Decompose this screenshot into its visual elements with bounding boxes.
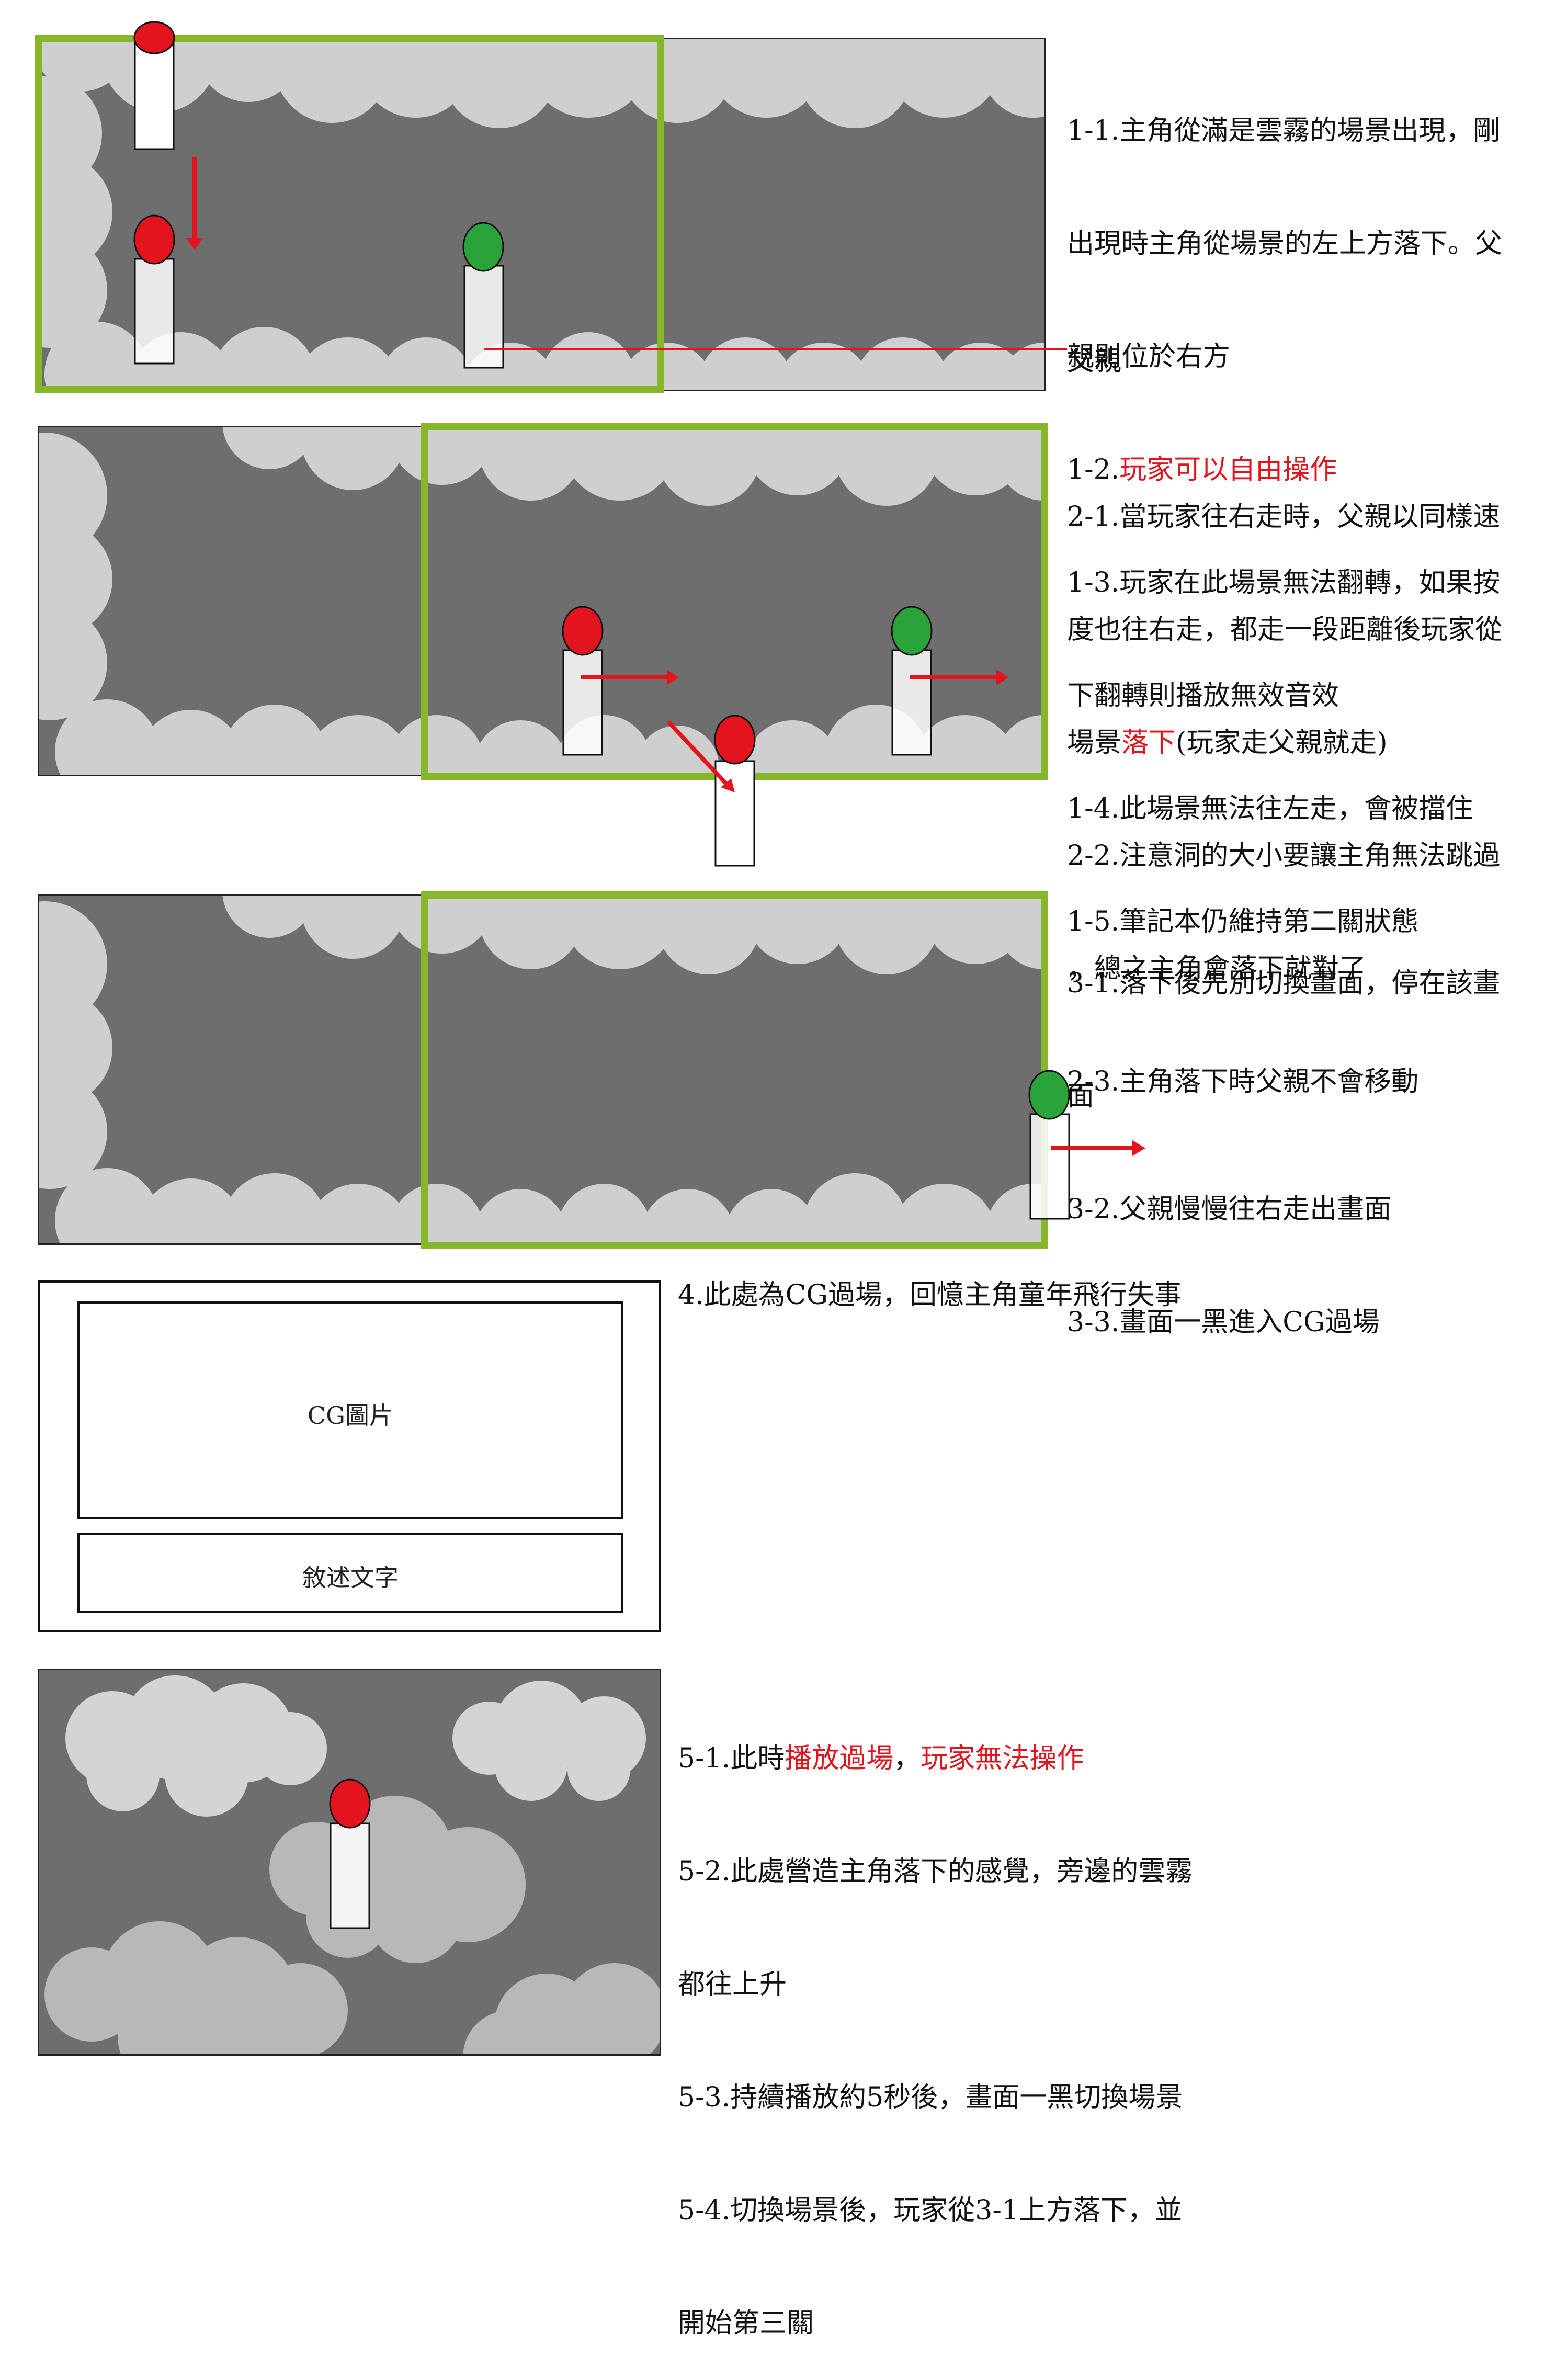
note-5-1-pre: 5-1.此時 <box>678 1743 785 1774</box>
note-5-3: 5-3.持續播放約5秒後，畫面一黑切換場景 <box>678 2082 1183 2113</box>
note-5-1-red2: 玩家無法操作 <box>921 1743 1084 1774</box>
scene3-notes: 3-1.落下後先別切換畫面，停在該畫 面 3-2.父親慢慢往右走出畫面 3-3.… <box>1067 889 1559 1379</box>
note-2-1b-text: 度也往右走，都走一段距離後玩家從 <box>1067 614 1503 645</box>
protagonist-head <box>133 214 175 265</box>
cg-image-label: CG圖片 <box>308 1401 393 1430</box>
fall-diagonal-arrow <box>667 720 729 786</box>
note-1-3a: 1-3.玩家在此場景無法翻轉，如果按 <box>1067 567 1501 598</box>
scene2-fog <box>39 427 1044 775</box>
note-1-1a: 1-1.主角從滿是雲霧的場景出現，剛 <box>1067 115 1501 146</box>
protagonist-falling-head <box>714 715 756 765</box>
protagonist-head <box>562 606 604 656</box>
note-5-1-red1: 播放過場 <box>785 1743 894 1774</box>
father-label: 父親 <box>1067 346 1122 377</box>
note-2-2b-text: ，總之主角會落下就對了 <box>1067 953 1367 984</box>
note-5-4b: 開始第三關 <box>678 2308 814 2339</box>
note-2-1c-red: 落下 <box>1121 727 1176 758</box>
scene1-camera-frame <box>35 35 664 393</box>
note-2-3-text: 2-3.主角落下時父親不會移動 <box>1067 1066 1419 1097</box>
note-2-1a: 2-1.當玩家往右走時，父親以同樣速 <box>1067 498 1559 536</box>
note-1-2: 1-2.玩家可以自由操作 <box>1067 451 1559 489</box>
note-2-2a: 2-2.注意洞的大小要讓主角無法跳過 <box>1067 837 1559 875</box>
note-2-3: 2-3.主角落下時父親不會移動 <box>1067 1063 1559 1101</box>
protagonist-body <box>134 258 175 365</box>
note-2-2b: ，總之主角會落下就對了 <box>1067 950 1559 988</box>
protagonist-head <box>329 1778 371 1829</box>
note-3-1b: 面 <box>1067 1081 1095 1112</box>
note-1-1c: 親則位於右方 <box>1067 341 1231 372</box>
note-3-1a: 3-1.落下後先別切換畫面，停在該畫 <box>1067 968 1501 999</box>
note-3-2: 3-2.父親慢慢往右走出畫面 <box>1067 1194 1392 1225</box>
scene3-characters <box>1028 1070 1145 1220</box>
father-head <box>891 606 933 656</box>
note-1-5: 1-5.筆記本仍維持第二關狀態 <box>1067 906 1419 937</box>
scene2-panel <box>38 426 1046 776</box>
cg-image-box: CG圖片 <box>77 1301 623 1519</box>
note-1-1b: 出現時主角從場景的左上方落下。父 <box>1067 228 1503 259</box>
father-head <box>462 222 504 272</box>
scene5-notes: 5-1.此時播放過場，玩家無法操作 5-2.此處營造主角落下的感覺，旁邊的雲霧 … <box>678 1664 1462 2380</box>
father-head <box>1028 1070 1070 1120</box>
scene4-note: 4.此處為CG過場，回憶主角童年飛行失事 <box>678 1279 1182 1311</box>
note-5-1-mid: ， <box>893 1743 921 1774</box>
note-2-1c-pre: 場景 <box>1067 727 1122 758</box>
note-5-4a: 5-4.切換場景後，玩家從3-1上方落下，並 <box>678 2195 1183 2226</box>
note-2-1c-post: (玩家走父親就走) <box>1176 727 1388 758</box>
scene1-characters <box>133 21 1067 369</box>
note-1-4: 1-4.此場景無法往左走，會被擋住 <box>1067 793 1473 824</box>
narration-label: 敘述文字 <box>302 1563 399 1592</box>
scene1-fog <box>39 39 1044 390</box>
scene1-panel <box>38 38 1046 391</box>
protagonist-head-start <box>133 21 175 54</box>
father-body <box>1029 1113 1070 1220</box>
note-5-1: 5-1.此時播放過場，玩家無法操作 <box>678 1740 1462 1777</box>
scene2-notes: 2-1.當玩家往右走時，父親以同樣速 度也往右走，都走一段距離後玩家從 場景落下… <box>1067 423 1559 1138</box>
note-3-3: 3-3.畫面一黑進入CG過場 <box>1067 1307 1380 1338</box>
scene5-characters <box>329 1778 371 1929</box>
note-1-2-red: 玩家可以自由操作 <box>1119 454 1337 485</box>
note-2-1b: 度也往右走，都走一段距離後玩家從 <box>1067 611 1559 649</box>
note-2-1a-text: 2-1.當玩家往右走時，父親以同樣速 <box>1067 501 1501 532</box>
note-5-2a: 5-2.此處營造主角落下的感覺，旁邊的雲霧 <box>678 1856 1193 1887</box>
scene1-notes: 1-1.主角從滿是雲霧的場景出現，剛 出現時主角從場景的左上方落下。父 親則位於… <box>1067 37 1559 978</box>
note-2-1c: 場景落下(玩家走父親就走) <box>1067 724 1559 762</box>
note-2-2a-text: 2-2.注意洞的大小要讓主角無法跳過 <box>1067 840 1501 871</box>
father-body <box>463 265 504 369</box>
protagonist-body <box>330 1822 370 1929</box>
note-1-2-prefix: 1-2. <box>1067 454 1120 485</box>
scene3-fog <box>39 896 1044 1243</box>
narration-box: 敘述文字 <box>77 1533 623 1613</box>
note-5-2b: 都往上升 <box>678 1969 787 2000</box>
note-1-3b: 下翻轉則播放無效音效 <box>1067 680 1339 711</box>
cg-screen: CG圖片 敘述文字 <box>38 1280 661 1632</box>
scene2-characters <box>562 606 1008 867</box>
